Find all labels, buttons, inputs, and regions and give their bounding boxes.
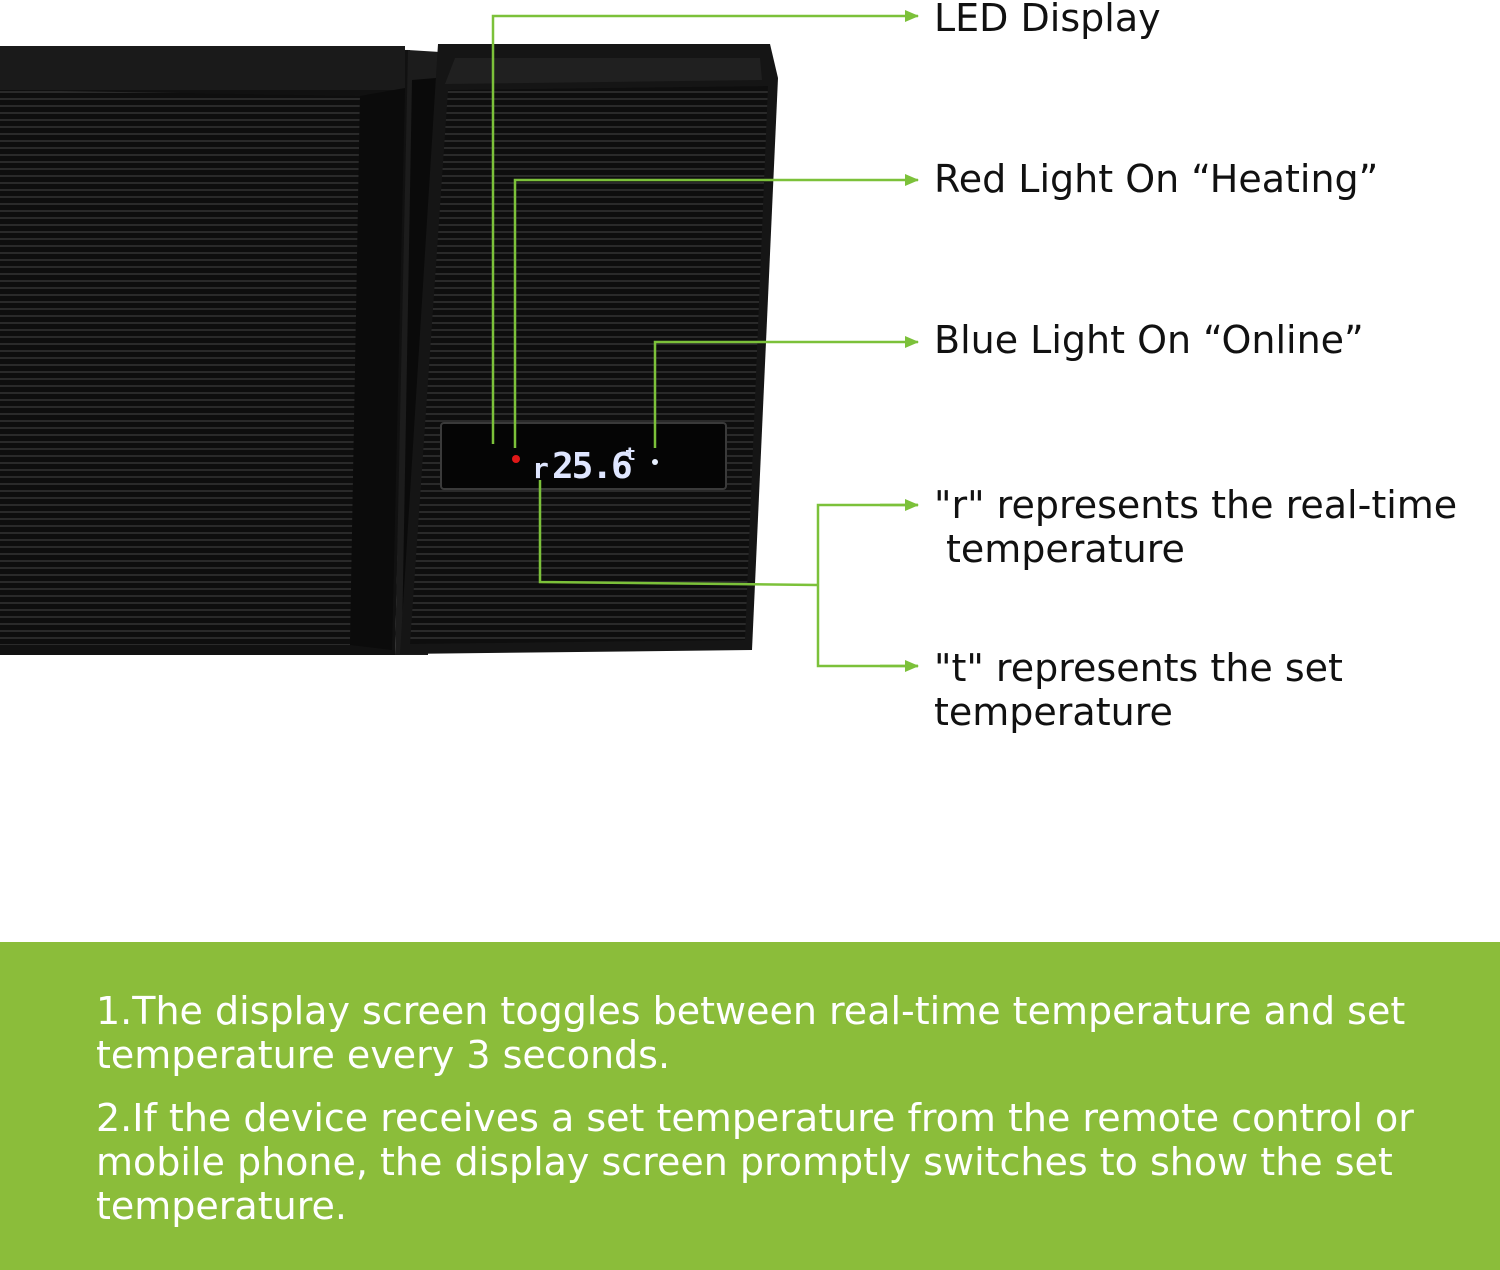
lcd-temperature: 25.6 <box>552 446 631 487</box>
heater-right-panel <box>400 44 778 654</box>
callout-t-meaning-line1: "t" represents the set <box>934 646 1343 690</box>
callout-r-meaning-line1: "r" represents the real-time <box>934 483 1458 527</box>
lcd-prefix: r <box>532 452 549 485</box>
callout-red-light: Red Light On “Heating” <box>934 157 1379 201</box>
red-heating-light <box>512 455 520 463</box>
callout-lines <box>491 10 919 672</box>
callout-line-blue <box>653 336 919 448</box>
callout-led-display: LED Display <box>934 0 1161 40</box>
callout-bracket <box>816 503 918 668</box>
lcd-suffix: t <box>625 444 636 465</box>
callout-line-red <box>513 174 919 448</box>
callout-r-meaning-line2: temperature <box>946 527 1185 571</box>
notes-banner: 1.The display screen toggles between rea… <box>0 942 1500 1270</box>
callout-blue-light: Blue Light On “Online” <box>934 318 1364 362</box>
heater-diagram: r 25.6 t <box>0 10 919 672</box>
callout-t-meaning-line2: temperature <box>934 690 1173 734</box>
note-toggle: 1.The display screen toggles between rea… <box>96 989 1406 1077</box>
heater-left-panel <box>0 46 410 655</box>
note-remote-set: 2.If the device receives a set temperatu… <box>96 1096 1414 1228</box>
blue-online-light <box>652 459 658 465</box>
callout-line-led <box>491 10 919 444</box>
led-display-panel: r 25.6 t <box>440 422 727 490</box>
callout-line-r <box>538 480 819 587</box>
